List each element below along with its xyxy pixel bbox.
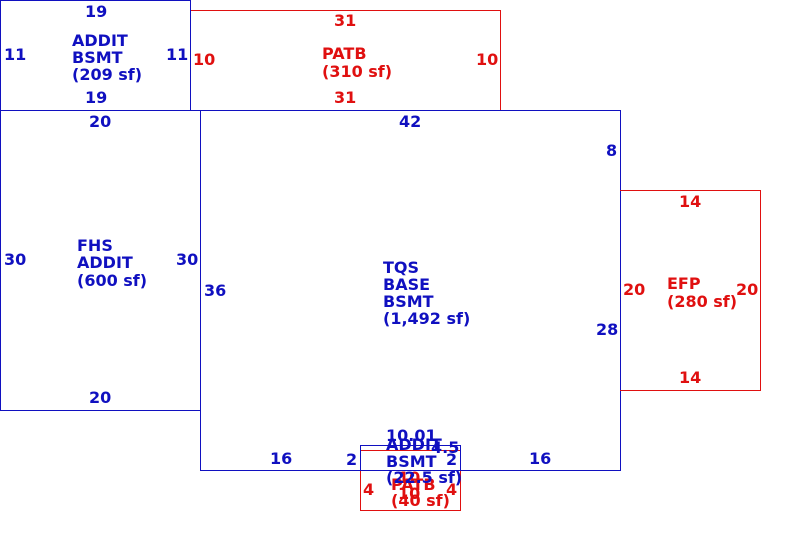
addit-bsmt-upper-area: (209 sf): [72, 65, 143, 84]
patb-small-area: (40 sf): [391, 491, 450, 510]
patb-dim-left: 10: [193, 50, 216, 69]
patb-small-dim-bottom: 10: [398, 484, 421, 503]
addit-bsmt-upper-name: ADDIT BSMT: [72, 31, 128, 67]
addit-bsmt-small-outline: [360, 445, 461, 471]
addit-bsmt-upper-dim-right: 11: [166, 45, 189, 64]
patb-small-dim-top: 10: [398, 468, 421, 487]
efp-outline: [620, 190, 761, 391]
addit-bsmt-small-dim-top-right: 4.5: [431, 438, 460, 457]
addit-bsmt-small-dim-left: 2: [346, 450, 358, 469]
fhs-addit-dim-top: 20: [89, 112, 112, 131]
addit-bsmt-small-area: (22.5 sf): [386, 468, 463, 487]
addit-bsmt-upper-dim-left: 11: [4, 45, 27, 64]
fhs-addit-dim-bottom: 20: [89, 388, 112, 407]
efp-dim-left: 20: [623, 280, 646, 299]
efp-dim-top: 14: [679, 192, 702, 211]
addit-bsmt-small-dim-right: 2: [446, 450, 458, 469]
efp-area: (280 sf): [667, 292, 738, 311]
patb-small-dim-left: 4: [363, 480, 375, 499]
efp-name: EFP: [667, 274, 701, 293]
fhs-addit-dim-left: 30: [4, 250, 27, 269]
patb-small-name: PATB: [391, 475, 436, 494]
patb-dim-bottom: 31: [334, 88, 357, 107]
tqs-base-area: (1,492 sf): [383, 309, 471, 328]
tqs-base-name: TQS BASE BSMT: [383, 258, 434, 311]
patb-dim-right: 10: [476, 50, 499, 69]
fhs-addit-area: (600 sf): [77, 271, 148, 290]
tqs-base-dim-right-lower: 28: [596, 320, 619, 339]
patb-small-outline: [360, 450, 461, 511]
tqs-base-dim-left: 36: [204, 281, 227, 300]
patb-small-dim-right: 4: [446, 480, 458, 499]
patb-area: (310 sf): [322, 62, 393, 81]
tqs-base-dim-top: 42: [399, 112, 422, 131]
tqs-base-dim-right-upper: 8: [606, 141, 618, 160]
addit-bsmt-small-name: ADDIT BSMT: [386, 435, 442, 471]
tqs-base-dim-bottom-left: 16: [270, 449, 293, 468]
efp-dim-right: 20: [736, 280, 759, 299]
addit-bsmt-upper-dim-top: 19: [85, 2, 108, 21]
patb-name: PATB: [322, 44, 367, 63]
tqs-base-dim-bottom-right: 16: [529, 449, 552, 468]
addit-bsmt-upper-dim-bottom: 19: [85, 88, 108, 107]
fhs-addit-name: FHS ADDIT: [77, 236, 133, 272]
fhs-addit-dim-right: 30: [176, 250, 199, 269]
addit-bsmt-small-dim-top: 10.01: [386, 426, 437, 445]
patb-dim-top: 31: [334, 11, 357, 30]
efp-dim-bottom: 14: [679, 368, 702, 387]
